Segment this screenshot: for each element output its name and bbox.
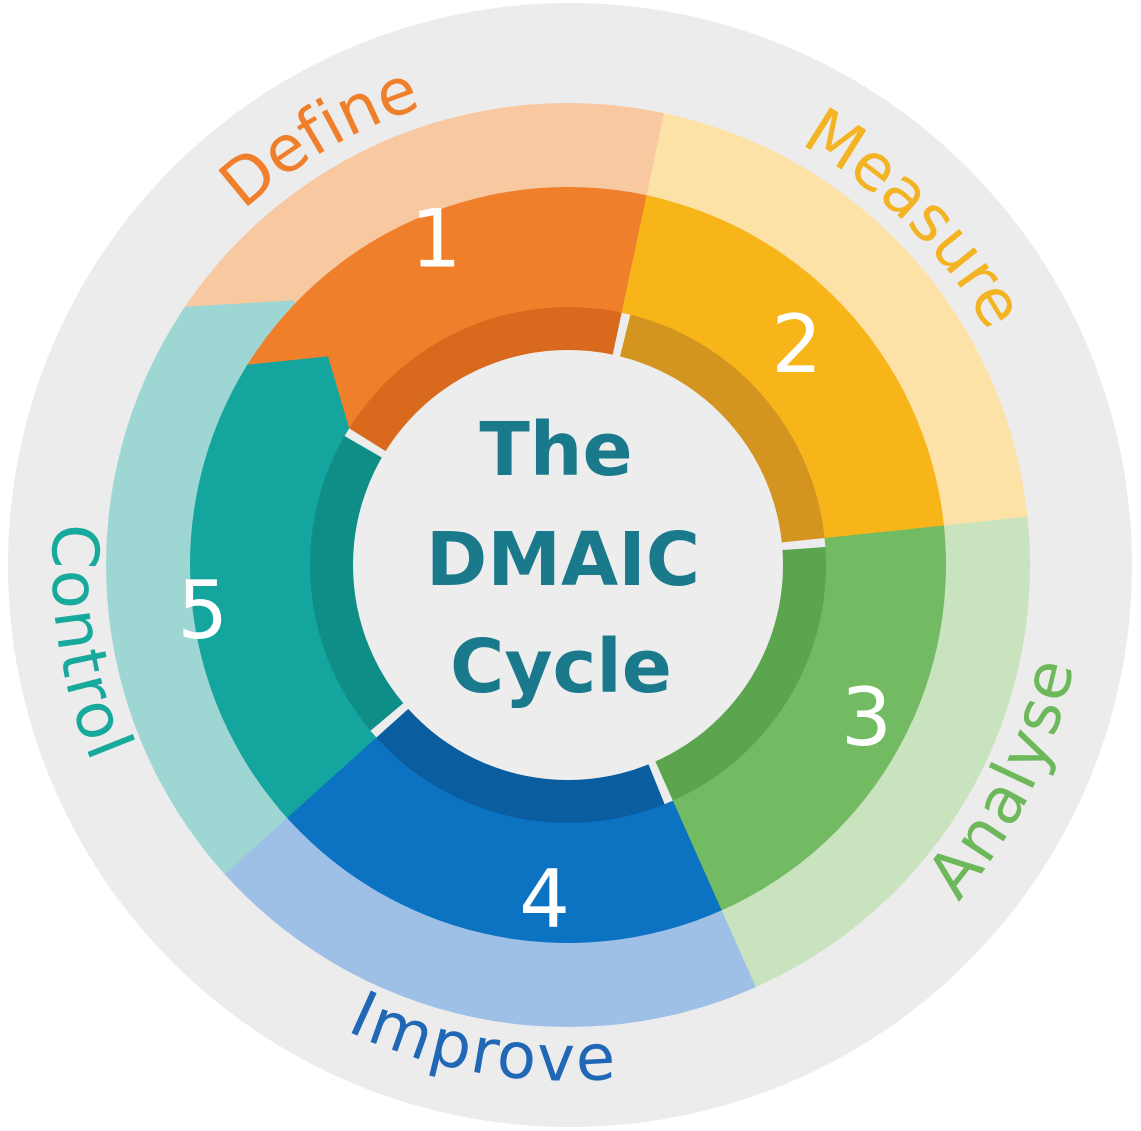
phase-number-4: 4 xyxy=(519,853,570,946)
inner-segment-analyse xyxy=(639,525,946,916)
inner-segment-control xyxy=(189,356,377,818)
inner-segment-improve xyxy=(278,728,722,943)
inner-segment-define xyxy=(240,186,693,436)
segment-shadow-measure xyxy=(619,270,871,543)
inner-colored-segments xyxy=(189,186,946,943)
segment-shadow-analyse xyxy=(654,543,873,843)
phase-number-3: 3 xyxy=(841,671,892,764)
phase-number-2: 2 xyxy=(771,298,822,391)
title-line-the: The xyxy=(479,407,632,493)
center-title: The DMAIC Cycle xyxy=(426,407,700,710)
phase-number-1: 1 xyxy=(411,193,462,286)
phase-numbers: 1 2 3 4 5 xyxy=(177,193,892,947)
title-line-dmaic: DMAIC xyxy=(426,517,700,603)
title-line-cycle: Cycle xyxy=(450,624,672,710)
segment-shadow-define xyxy=(310,260,632,453)
phase-number-5: 5 xyxy=(177,564,228,657)
inner-segment-measure xyxy=(621,195,946,593)
center-disc xyxy=(353,350,783,780)
